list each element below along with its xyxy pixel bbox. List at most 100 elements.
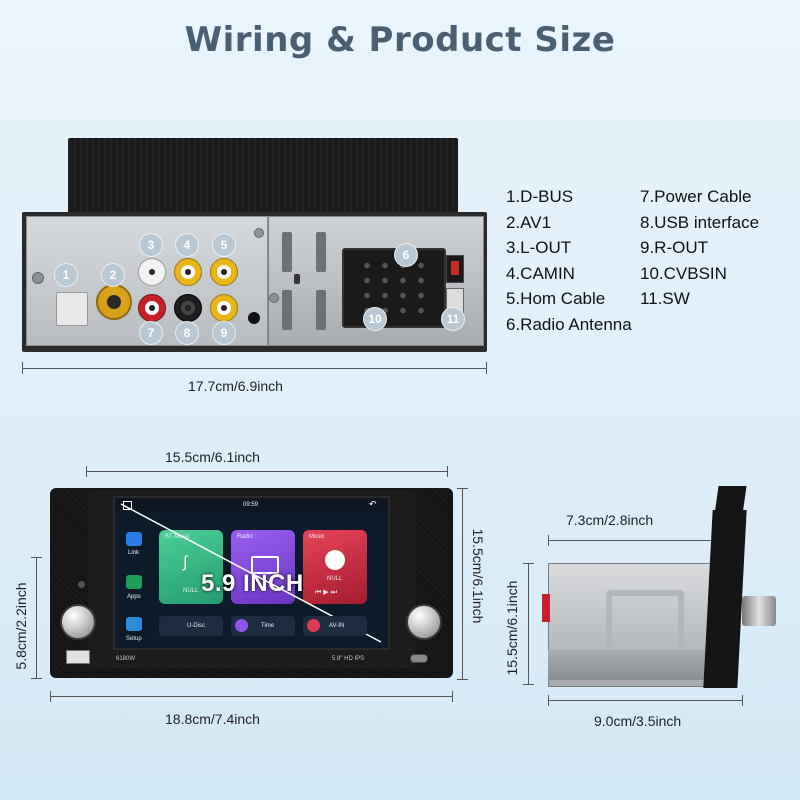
av1-port <box>96 284 132 320</box>
legend-left: 1.D-BUS 2.AV1 3.L-OUT 4.CAMIN 5.Hom Cabl… <box>506 184 632 337</box>
port-badge-10: 10 <box>363 307 387 331</box>
rca-usb-port <box>174 294 202 322</box>
dimension-tick <box>22 362 23 374</box>
legend-item: 2.AV1 <box>506 212 552 232</box>
port-badge-4: 4 <box>175 233 199 257</box>
side-red-tab <box>542 594 550 622</box>
port-badge-8: 8 <box>175 321 199 345</box>
port-badge-1: 1 <box>54 263 78 287</box>
dimension-line <box>86 471 448 472</box>
side-front-face <box>703 510 747 688</box>
dimension-line <box>22 368 487 369</box>
mic-hole <box>248 312 260 324</box>
avin-label: AV-IN <box>329 623 345 629</box>
dimension-tick <box>548 695 549 706</box>
dimension-line <box>50 696 453 697</box>
legend-item: 9.R-OUT <box>640 238 708 257</box>
app-link-label: Link <box>128 550 140 556</box>
sw-connector <box>446 255 464 283</box>
apps-icon[interactable] <box>126 575 142 589</box>
side-height-label: 15.5cm/6.1inch <box>504 580 520 676</box>
screw-icon <box>269 293 279 303</box>
dimension-line <box>462 488 463 680</box>
dimension-tick <box>742 695 743 706</box>
rca-hom-port <box>210 258 238 286</box>
rca-camin-port <box>174 258 202 286</box>
port-badge-7: 7 <box>139 321 163 345</box>
back-icon[interactable]: ↶ <box>369 499 377 509</box>
rear-housing-top <box>68 138 458 220</box>
frame-slot <box>282 290 292 330</box>
frame-slot <box>316 232 326 272</box>
port-badge-6: 6 <box>394 243 418 267</box>
legend-item: 8.USB interface <box>640 212 760 232</box>
screw-icon <box>32 272 44 284</box>
tune-knob[interactable] <box>406 604 442 640</box>
disc-icon <box>325 550 345 570</box>
iso-connector <box>342 248 446 328</box>
dimension-line <box>548 700 743 701</box>
screen-width-label: 15.5cm/6.1inch <box>165 449 260 465</box>
time-tile[interactable] <box>231 616 295 636</box>
bt-music-card[interactable]: BT Music ∫ NULL <box>159 530 223 604</box>
legend-right: 7.Power Cable 8.USB interface 9.R-OUT 10… <box>640 184 759 312</box>
avin-tile[interactable] <box>303 616 367 636</box>
clock-text: 09:59 <box>243 502 259 508</box>
frame-slot <box>282 232 292 272</box>
clock-icon <box>235 619 248 632</box>
udisc-label: U-Disc <box>187 623 205 629</box>
dimension-tick <box>447 466 448 477</box>
rca-rout-port <box>210 294 238 322</box>
port-badge-9: 9 <box>212 321 236 345</box>
dimension-tick <box>523 684 534 685</box>
panel-spec-label: 5.9" HD IPS <box>332 656 365 662</box>
legend-item: 4.CAMIN <box>506 263 575 283</box>
side-knob <box>742 596 776 626</box>
apps-label: Apps <box>127 594 141 600</box>
legend-item: 6.Radio Antenna <box>506 314 632 334</box>
dbus-connector <box>56 292 88 326</box>
mic-icon <box>78 581 85 588</box>
frame-slot <box>316 290 326 330</box>
dimension-line <box>548 540 713 541</box>
music-controls: ⏮ ▶ ⏭ <box>315 589 337 596</box>
port-badge-5: 5 <box>212 233 236 257</box>
app-link-icon[interactable] <box>126 532 142 546</box>
rear-width-label: 17.7cm/6.9inch <box>188 378 283 394</box>
touch-screen[interactable]: 09:59 ↶ Link Apps Setup BT Music ∫ NULL … <box>113 496 390 650</box>
bt-music-label: BT Music <box>165 534 190 540</box>
music-label: Music <box>309 534 325 540</box>
radio-label: Radio <box>237 534 253 540</box>
model-label: 6180W <box>116 656 136 662</box>
setup-icon[interactable] <box>126 617 142 631</box>
usb-port[interactable] <box>66 650 90 664</box>
radio-card[interactable]: Radio <box>231 530 295 604</box>
page-title: Wiring & Product Size <box>184 20 616 60</box>
bluetooth-icon: ∫ <box>183 554 188 571</box>
volume-knob[interactable] <box>60 604 96 640</box>
dimension-tick <box>486 362 487 374</box>
front-height-label: 5.8cm/2.2inch <box>13 582 29 670</box>
usbc-port[interactable] <box>410 654 428 663</box>
dimension-tick <box>31 678 42 679</box>
front-width-label: 18.8cm/7.4inch <box>165 711 260 727</box>
setup-label: Setup <box>126 636 142 642</box>
port-badge-3: 3 <box>139 233 163 257</box>
port-badge-2: 2 <box>101 263 125 287</box>
dimension-line <box>528 563 529 685</box>
music-card[interactable]: Music NULL ⏮ ▶ ⏭ <box>303 530 367 604</box>
avin-icon <box>307 619 320 632</box>
side-rail <box>548 650 713 680</box>
udisc-tile[interactable] <box>159 616 223 636</box>
dimension-tick <box>457 488 468 489</box>
legend-item: 10.CVBSIN <box>640 263 727 283</box>
dimension-tick <box>457 679 468 680</box>
dimension-tick <box>548 535 549 546</box>
legend-item: 7.Power Cable <box>640 187 752 206</box>
bt-music-null: NULL <box>183 588 199 594</box>
side-width-label: 7.3cm/2.8inch <box>566 512 654 528</box>
legend-item: 5.Hom Cable <box>506 289 606 308</box>
dimension-tick <box>31 557 42 558</box>
status-bar <box>115 498 388 512</box>
dimension-tick <box>452 691 453 702</box>
